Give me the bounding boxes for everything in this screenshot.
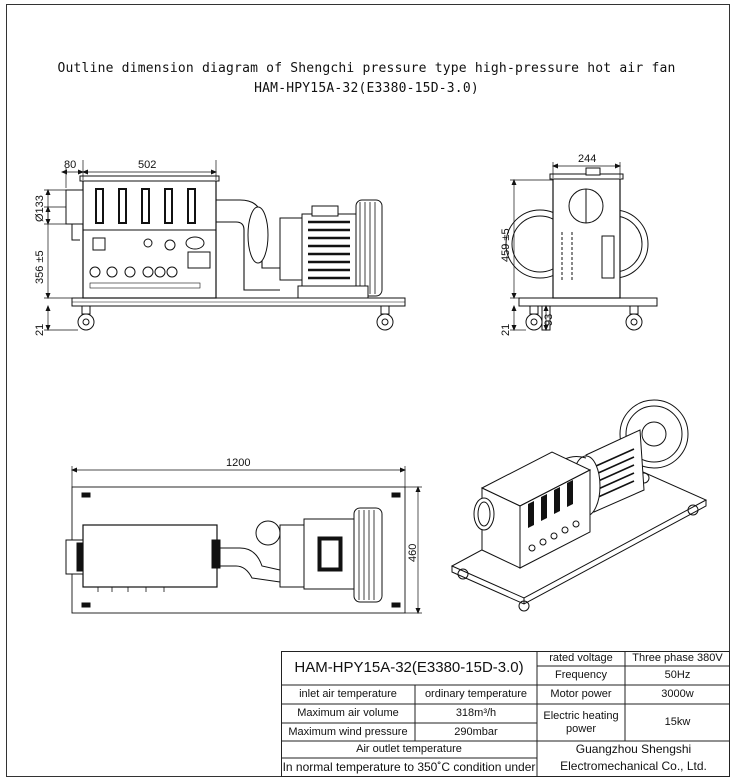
motor-front <box>279 217 303 281</box>
wind-pressure-label: Maximum wind pressure <box>288 725 408 738</box>
company-name-line2: Electromechanical Co., Ltd. <box>560 759 707 774</box>
wind-pressure-value: 290mbar <box>454 725 498 738</box>
frequency-value: 50Hz <box>664 669 691 682</box>
spec-table: HAM-HPY15A-32(E3380-15D-3.0) inlet air t… <box>281 651 730 777</box>
air-inlet-iso <box>473 497 495 531</box>
heater-box-top <box>82 524 218 588</box>
model-cell: HAM-HPY15A-32(E3380-15D-3.0) <box>294 658 524 676</box>
dim-outlet-height: 356 ±5 <box>34 250 46 284</box>
control-knobs-iso <box>528 520 580 552</box>
inlet-temp-label: inlet air temperature <box>299 688 397 701</box>
outlet-temp-value: In normal temperature to 350˚C condition… <box>282 759 536 774</box>
side-dimensions <box>510 162 621 331</box>
control-knobs <box>89 266 178 278</box>
air-inlet <box>65 189 84 225</box>
top-view <box>65 486 406 614</box>
dim-wheel-height: 21 <box>34 324 46 336</box>
top-dimensions <box>71 466 422 614</box>
dim-inlet-offset: 80 <box>64 159 76 171</box>
side-view <box>505 167 658 331</box>
rated-voltage-value: Three phase 380V <box>632 652 723 665</box>
inlet-temp-value: ordinary temperature <box>424 688 528 701</box>
spec-table-grid <box>281 651 730 777</box>
front-dimensions <box>44 160 217 331</box>
dim-side-outlet-height: 459 ±5 <box>500 228 512 262</box>
dim-side-wheel-height: 21 <box>500 324 512 336</box>
heating-power-label: Electric heating power <box>543 710 619 735</box>
outlet-temp-label: Air outlet temperature <box>356 743 462 756</box>
power-switch <box>92 237 106 251</box>
drawing-title: Outline dimension diagram of Shengchi pr… <box>57 61 676 76</box>
dim-side-base-height: 93 <box>543 314 555 326</box>
dim-top-length: 1200 <box>226 457 250 469</box>
frequency-label: Frequency <box>555 669 607 682</box>
isometric-view <box>450 399 708 612</box>
dim-side-width: 244 <box>578 153 596 165</box>
model-title: HAM-HPY15A-32(E3380-15D-3.0) <box>254 81 479 96</box>
dim-inlet-diameter: Ø133 <box>34 195 46 222</box>
company-name-line1: Guangzhou Shengshi <box>575 742 692 757</box>
front-view <box>65 175 406 331</box>
dim-box-width: 502 <box>138 159 156 171</box>
front-wheel-right <box>376 305 394 331</box>
motor-power-label: Motor power <box>550 688 612 701</box>
air-volume-label: Maximum air volume <box>297 707 399 720</box>
blower-top <box>353 507 383 603</box>
motor-top <box>303 518 355 590</box>
heating-power-value: 15kw <box>664 716 691 729</box>
rated-voltage-label: rated voltage <box>549 652 613 665</box>
dim-top-width: 460 <box>407 544 419 562</box>
blower-front <box>355 199 383 297</box>
front-wheel-left <box>77 305 95 331</box>
motor-power-value: 3000w <box>661 688 694 701</box>
air-volume-value: 318m³/h <box>455 707 497 720</box>
